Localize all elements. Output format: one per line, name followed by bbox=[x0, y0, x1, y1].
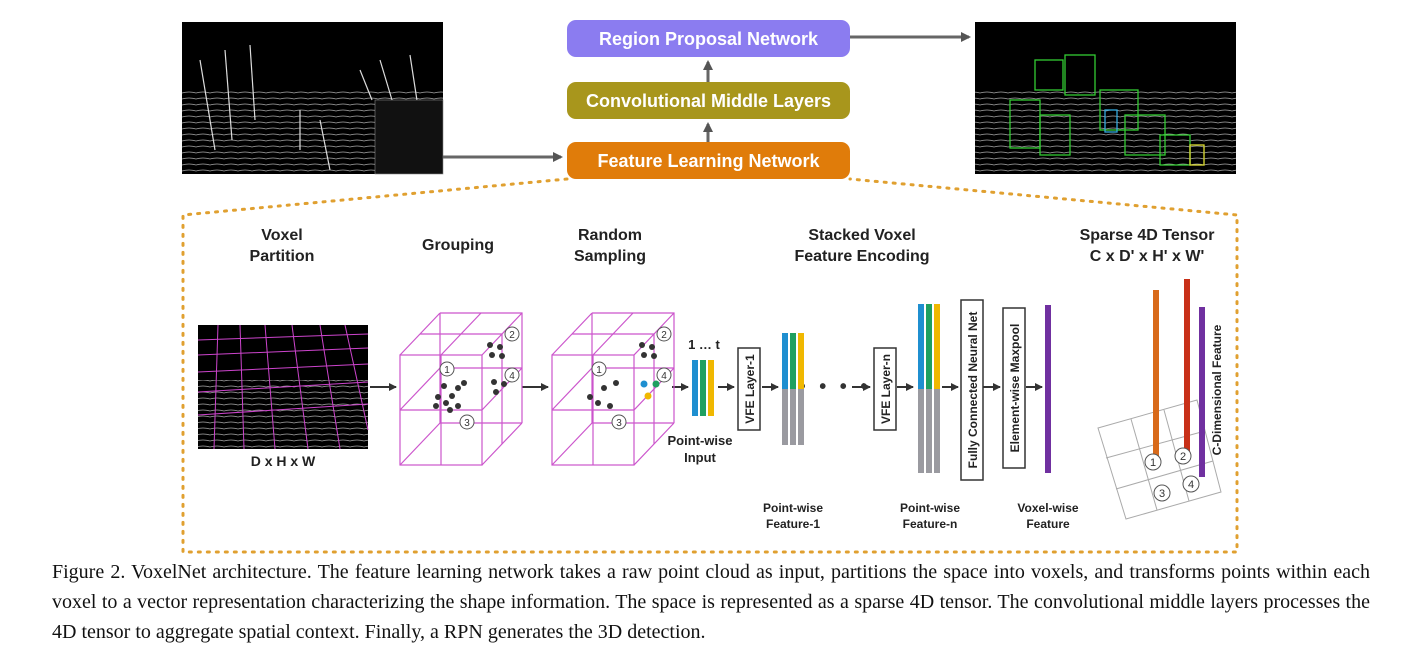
pointwise-feature-1-label-2: Feature-1 bbox=[766, 517, 820, 531]
vfe-layer-1-box: VFE Layer-1 bbox=[737, 347, 761, 431]
pointwise-feature-1-bars bbox=[782, 333, 804, 445]
grouping-voxel-id-3: 3 bbox=[464, 418, 470, 429]
fln-label: Feature Learning Network bbox=[597, 151, 820, 171]
vfe-layer-n-label: VFE Layer-n bbox=[879, 354, 893, 424]
dhw-label: D x H x W bbox=[251, 453, 316, 469]
grouping-heading: Grouping bbox=[422, 237, 494, 254]
maxpool-box: Element-wise Maxpool bbox=[1002, 307, 1026, 469]
tensor-voxel-id-4: 4 bbox=[1188, 479, 1194, 491]
input-point-cloud bbox=[182, 22, 444, 175]
stacked-vfe-heading-1: Stacked Voxel bbox=[808, 227, 915, 244]
sampling-voxel-id-1: 1 bbox=[596, 365, 602, 376]
one-to-t-label: 1 … t bbox=[688, 337, 720, 352]
rpn-box: Region Proposal Network bbox=[567, 20, 850, 57]
tensor-voxel-id-2: 2 bbox=[1180, 451, 1186, 463]
top-arrows bbox=[443, 32, 971, 162]
sampling-voxel-id-2: 2 bbox=[661, 330, 667, 341]
grouping-voxel-id-1: 1 bbox=[444, 365, 450, 376]
rpn-label: Region Proposal Network bbox=[599, 29, 819, 49]
grouping-voxels: 1 2 3 4 bbox=[399, 312, 523, 466]
grouping-voxel-id-4: 4 bbox=[509, 371, 515, 382]
voxel-partition-image bbox=[197, 324, 369, 450]
tensor-voxel-id-3: 3 bbox=[1159, 488, 1165, 500]
vfe-layer-1-label: VFE Layer-1 bbox=[743, 354, 757, 424]
random-sampling-heading-1: Random bbox=[578, 227, 642, 244]
c-dim-feature-label: C-Dimensional Feature bbox=[1210, 324, 1224, 455]
random-sampling-heading-2: Sampling bbox=[574, 248, 646, 265]
voxelwise-feature-bar bbox=[1045, 305, 1051, 473]
pointwise-feature-n-bars bbox=[918, 304, 940, 473]
sampling-voxels: 1 2 3 4 bbox=[551, 312, 675, 466]
pointwise-input-label-2: Input bbox=[684, 450, 716, 465]
output-detection-image bbox=[975, 22, 1236, 174]
figure-caption: Figure 2. VoxelNet architecture. The fea… bbox=[52, 561, 1370, 643]
sparse-tensor-heading-2: C x D' x H' x W' bbox=[1090, 248, 1205, 265]
fln-box: Feature Learning Network bbox=[567, 142, 850, 179]
pointwise-input-bars bbox=[692, 360, 714, 416]
maxpool-label: Element-wise Maxpool bbox=[1008, 324, 1022, 453]
sampling-voxel-id-3: 3 bbox=[616, 418, 622, 429]
cml-label: Convolutional Middle Layers bbox=[586, 91, 831, 111]
sparse-tensor-grid: 1 2 3 4 C-Dimensional Feature bbox=[1097, 279, 1224, 520]
fc-net-box: Fully Connected Neural Net bbox=[960, 299, 984, 481]
voxel-partition-heading-1: Voxel bbox=[261, 227, 303, 244]
pointwise-input-label-1: Point-wise bbox=[667, 433, 732, 448]
pointwise-feature-1-label-1: Point-wise bbox=[763, 501, 823, 515]
fc-net-label: Fully Connected Neural Net bbox=[966, 312, 980, 469]
pointwise-feature-n-label-1: Point-wise bbox=[900, 501, 960, 515]
pointwise-feature-n-label-2: Feature-n bbox=[903, 517, 958, 531]
grouping-voxel-id-2: 2 bbox=[509, 330, 515, 341]
vfe-layer-n-box: VFE Layer-n bbox=[873, 347, 897, 431]
tensor-voxel-id-1: 1 bbox=[1150, 457, 1156, 469]
voxel-partition-heading-2: Partition bbox=[250, 248, 315, 265]
fln-detail-frame bbox=[181, 177, 1239, 554]
sampling-voxel-id-4: 4 bbox=[661, 371, 667, 382]
cml-box: Convolutional Middle Layers bbox=[567, 82, 850, 119]
ellipsis-dots: • • • • bbox=[799, 376, 872, 398]
sparse-tensor-heading-1: Sparse 4D Tensor bbox=[1080, 227, 1215, 244]
voxelnet-diagram: Region Proposal Network Convolutional Mi… bbox=[181, 20, 1239, 554]
stacked-vfe-heading-2: Feature Encoding bbox=[794, 248, 929, 265]
voxelwise-feature-label-2: Feature bbox=[1026, 517, 1070, 531]
voxelwise-feature-label-1: Voxel-wise bbox=[1017, 501, 1078, 515]
